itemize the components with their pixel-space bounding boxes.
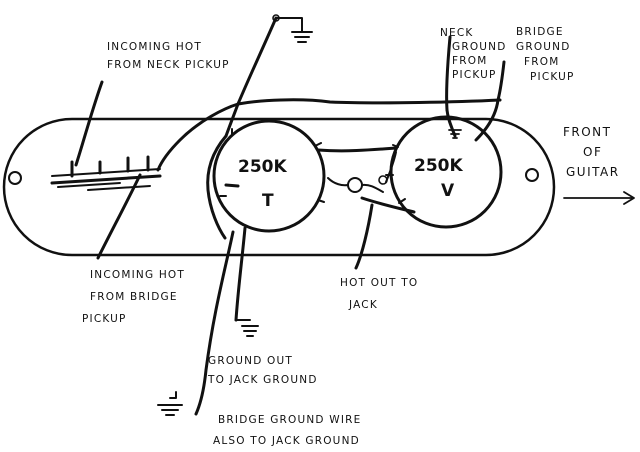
wires <box>74 16 506 416</box>
svg-text:PICKUP: PICKUP <box>452 69 497 81</box>
svg-text:BRIDGE: BRIDGE <box>516 26 564 38</box>
svg-text:GROUND: GROUND <box>516 41 571 53</box>
svg-text:TO JACK GROUND: TO JACK GROUND <box>207 374 318 386</box>
label-bridge-ground: BRIDGE GROUND FROM PICKUP <box>516 26 575 83</box>
svg-text:INCOMING HOT: INCOMING HOT <box>107 41 202 53</box>
svg-text:BRIDGE GROUND WIRE: BRIDGE GROUND WIRE <box>218 414 361 426</box>
label-bridge-ground-wire: BRIDGE GROUND WIRE ALSO TO JACK GROUND <box>213 414 361 447</box>
svg-text:FROM: FROM <box>524 56 559 68</box>
tone-pot <box>212 119 326 233</box>
tone-pot-value: 250K <box>238 157 287 177</box>
control-plate <box>2 117 556 257</box>
tone-capacitor <box>327 175 388 193</box>
svg-text:FROM BRIDGE: FROM BRIDGE <box>90 291 178 303</box>
volume-pot-value: 250K <box>414 156 463 176</box>
ground-symbol-out <box>235 319 259 337</box>
label-bridge-pickup: INCOMING HOT FROM BRIDGE PICKUP <box>82 269 185 325</box>
svg-text:PICKUP: PICKUP <box>82 313 127 325</box>
label-front-of-guitar: FRONT OF GUITAR <box>563 125 635 205</box>
svg-text:INCOMING HOT: INCOMING HOT <box>90 269 185 281</box>
svg-text:FRONT: FRONT <box>563 125 612 139</box>
svg-text:ALSO TO JACK GROUND: ALSO TO JACK GROUND <box>213 435 360 447</box>
label-neck-pickup: INCOMING HOT FROM NECK PICKUP <box>107 41 230 71</box>
ground-symbol-volume <box>448 129 462 139</box>
tone-pot-letter: T <box>262 191 274 211</box>
volume-pot-letter: V <box>441 181 455 201</box>
plate-screw-left <box>8 171 22 185</box>
volume-pot <box>389 115 503 229</box>
svg-text:JACK: JACK <box>348 299 378 311</box>
svg-text:GUITAR: GUITAR <box>566 165 620 179</box>
ground-symbol-bridge-wire <box>157 391 183 416</box>
svg-text:HOT OUT TO: HOT OUT TO <box>340 277 418 289</box>
svg-text:OF: OF <box>583 145 602 159</box>
label-neck-ground: NECK GROUND FROM PICKUP <box>440 27 507 81</box>
svg-text:NECK: NECK <box>440 27 474 39</box>
ground-symbol-top <box>272 14 313 43</box>
selector-switch <box>50 155 162 191</box>
plate-screw-right <box>525 168 539 182</box>
label-hot-out: HOT OUT TO JACK <box>340 277 418 311</box>
svg-text:PICKUP: PICKUP <box>530 71 575 83</box>
label-ground-out: GROUND OUT TO JACK GROUND <box>207 355 318 386</box>
svg-text:GROUND OUT: GROUND OUT <box>208 355 293 367</box>
arrow-right-icon <box>563 191 635 205</box>
svg-text:GROUND: GROUND <box>452 41 507 53</box>
svg-text:FROM NECK PICKUP: FROM NECK PICKUP <box>107 59 230 71</box>
svg-text:FROM: FROM <box>452 55 487 67</box>
